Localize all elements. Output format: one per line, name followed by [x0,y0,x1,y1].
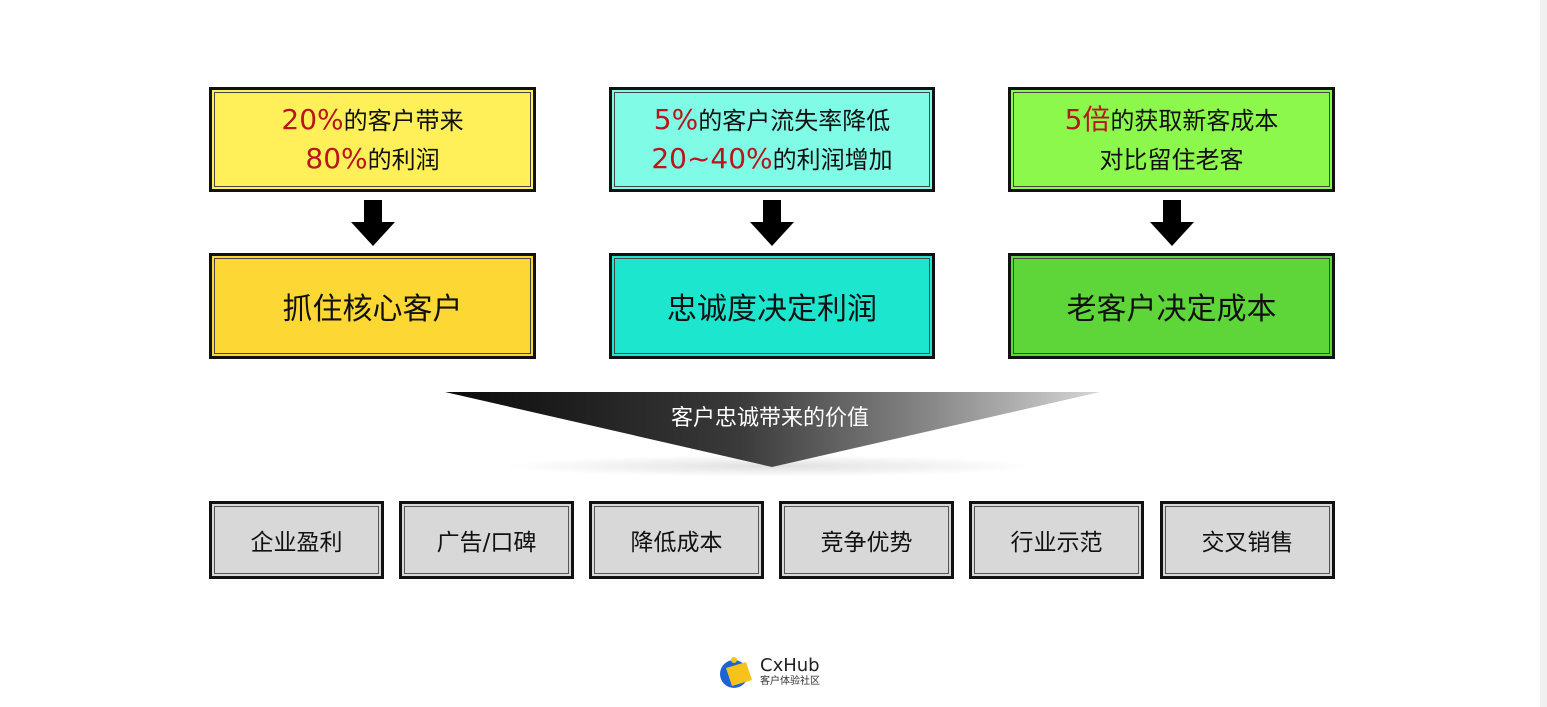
logo-subtitle: 客户体验社区 [760,676,820,687]
fact-box-1: 20%的客户带来 80%的利润 [209,87,536,192]
fact-box-2: 5%的客户流失率降低 20~40%的利润增加 [609,87,935,192]
cxhub-logo-icon [720,657,752,688]
conclusion-box-2: 忠诚度决定利润 [609,253,935,359]
cxhub-logo: CxHub 客户体验社区 [718,654,820,690]
fact-box-1-highlight-2: 80% [305,141,368,175]
fact-box-3-text-1: 的获取新客成本 [1110,106,1279,135]
conclusion-box-1: 抓住核心客户 [209,253,536,359]
funnel-triangle [445,392,1100,467]
value-box-5: 行业示范 [969,501,1144,579]
conclusion-1-label: 抓住核心客户 [282,292,463,327]
fact-box-1-text-2: 的利润 [367,145,440,174]
value-box-4: 竞争优势 [779,501,954,579]
conclusion-3-label: 老客户决定成本 [1066,292,1277,327]
value-box-6: 交叉销售 [1160,501,1335,579]
fact-box-2-text-1: 的客户流失率降低 [698,106,891,135]
fact-box-1-text-1: 的客户带来 [343,106,464,135]
fact-box-2-highlight-2: 20~40% [651,141,773,175]
value-box-3: 降低成本 [589,501,764,579]
fact-box-2-line-1: 5%的客户流失率降低 [654,101,890,140]
value-box-1: 企业盈利 [209,501,384,579]
funnel-label: 客户忠诚带来的价值 [670,406,869,431]
fact-box-2-text-2: 的利润增加 [772,145,893,174]
fact-box-2-line-2: 20~40%的利润增加 [651,140,892,179]
fact-box-3-line-2: 对比留住老客 [1100,140,1244,179]
fact-box-1-highlight-1: 20% [281,102,344,136]
fact-box-3-highlight-1: 5倍 [1064,102,1111,136]
right-edge-bar [1540,0,1547,707]
fact-box-1-line-2: 80%的利润 [305,140,439,179]
fact-box-3-line-1: 5倍的获取新客成本 [1065,101,1279,140]
conclusion-2-label: 忠诚度决定利润 [667,292,877,327]
fact-box-2-highlight-1: 5% [653,102,699,136]
fact-box-1-line-1: 20%的客户带来 [281,101,463,140]
value-box-2: 广告/口碑 [399,501,574,579]
fact-box-3-text-2: 对比留住老客 [1099,145,1244,174]
logo-name: CxHub [760,655,820,676]
conclusion-box-3: 老客户决定成本 [1008,253,1335,359]
fact-box-3: 5倍的获取新客成本 对比留住老客 [1008,87,1335,192]
down-arrow-icon [750,200,794,246]
down-arrow-icon [351,200,395,246]
down-arrow-icon [1150,200,1194,246]
